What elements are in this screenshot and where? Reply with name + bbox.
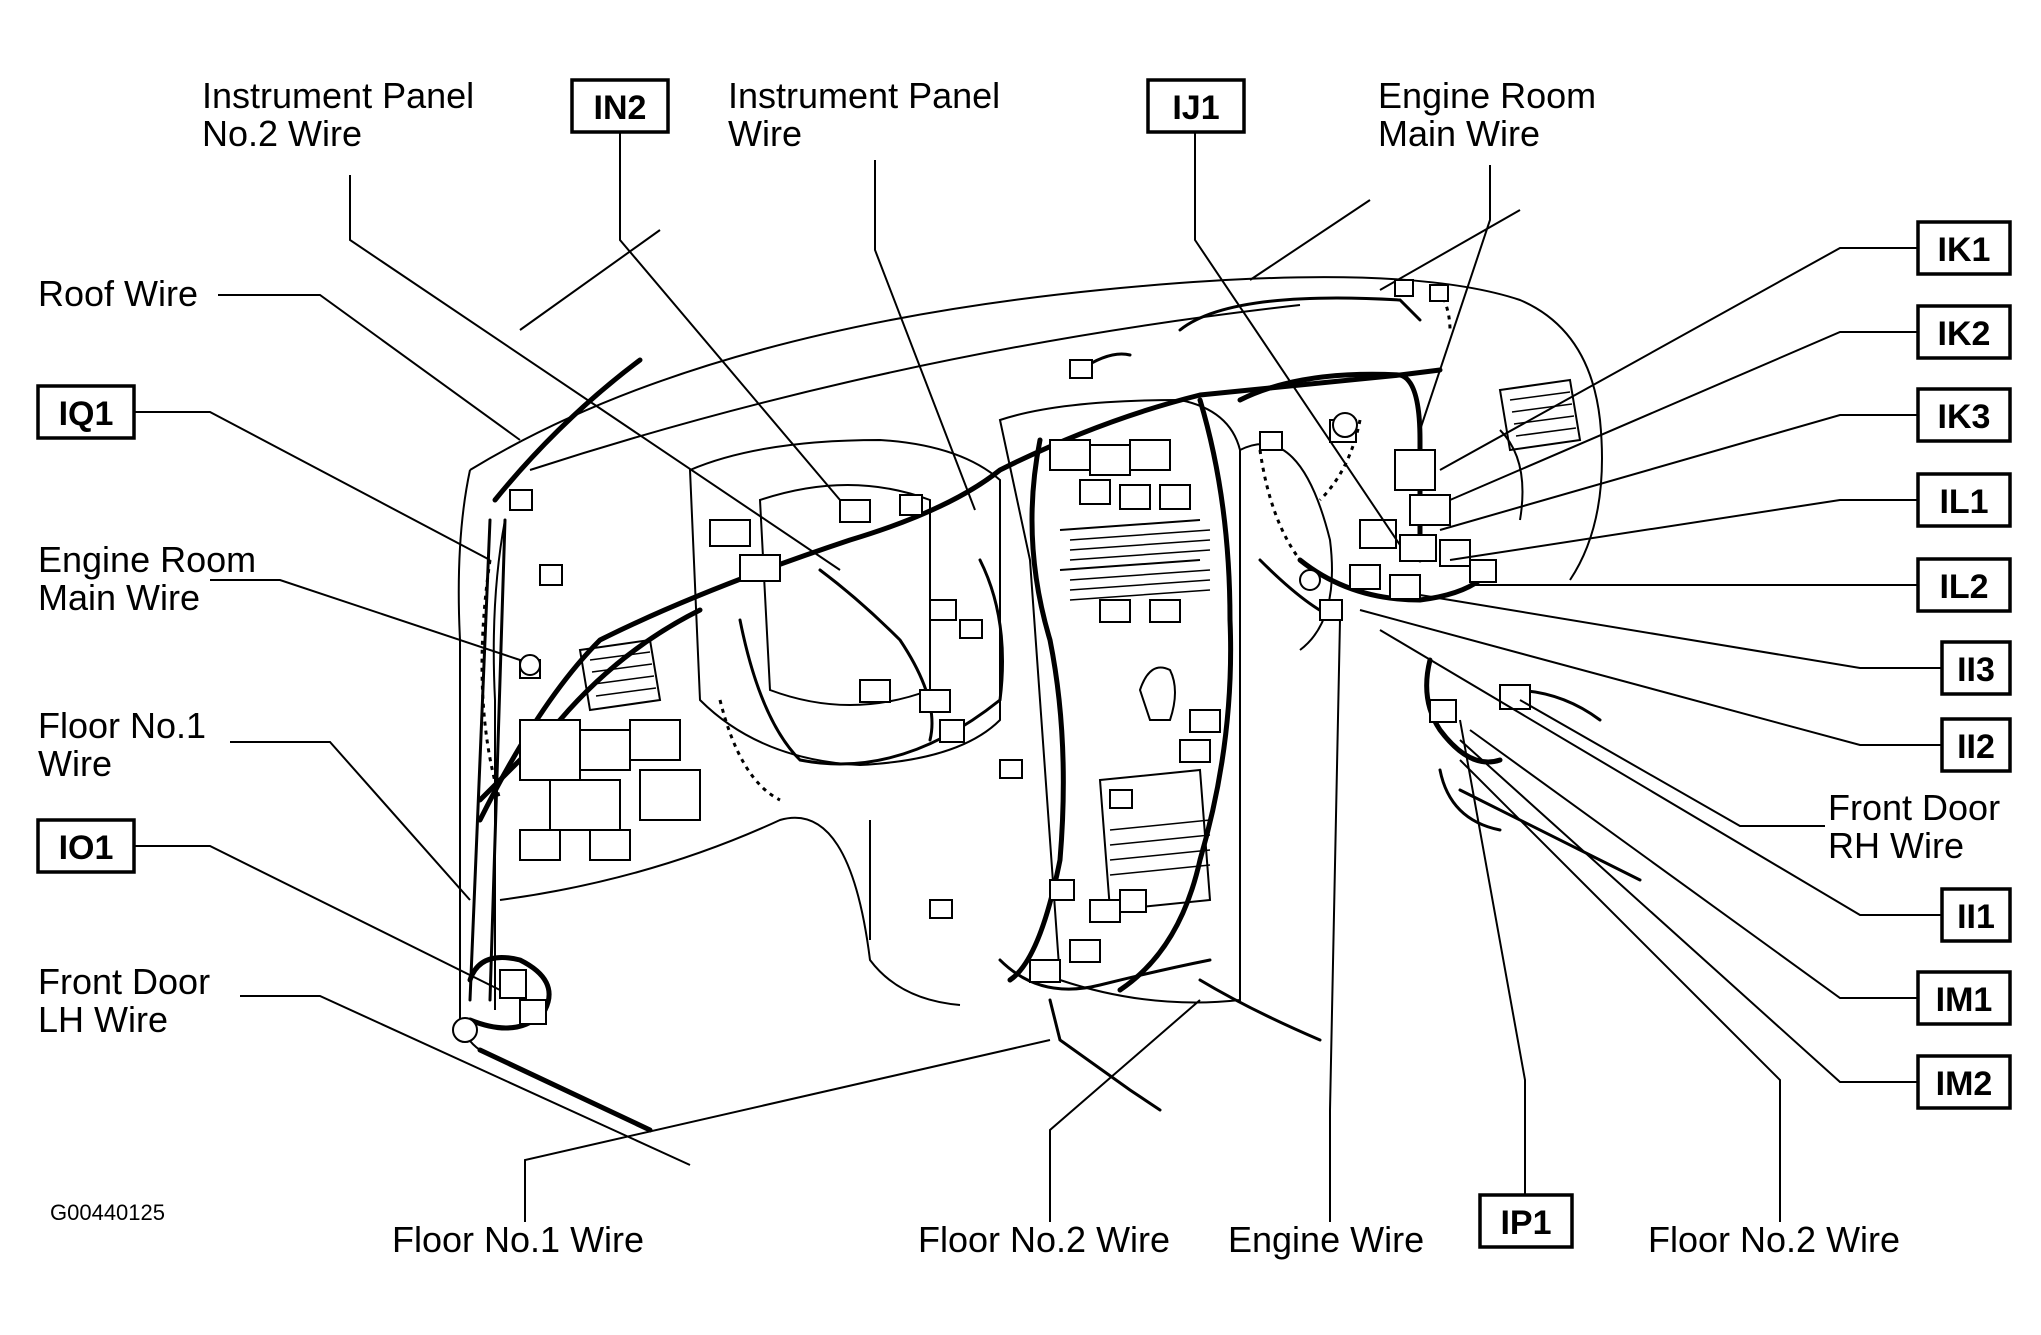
leader-lines — [135, 130, 1942, 1222]
code-box-iq1: IQ1 — [36, 384, 136, 440]
code-box-ip1: IP1 — [1478, 1193, 1574, 1249]
code-ip1: IP1 — [1500, 1204, 1551, 1242]
figure-id: G00440125 — [50, 1200, 165, 1225]
dashboard-outline — [457, 199, 1603, 1051]
label-floor-no2-bottom: Floor No.2 Wire — [918, 1219, 1170, 1260]
code-il2: IL2 — [1939, 568, 1988, 606]
code-iq1: IQ1 — [59, 395, 114, 433]
code-box-ii1: II1 — [1940, 887, 2012, 943]
code-box-io1: IO1 — [36, 818, 136, 874]
code-ii1: II1 — [1957, 898, 1995, 936]
code-ik1: IK1 — [1938, 231, 1991, 269]
code-ii2: II2 — [1957, 728, 1995, 766]
code-ik3: IK3 — [1938, 398, 1991, 436]
code-io1: IO1 — [59, 829, 114, 867]
label-engine-room-main-top-line2: Main Wire — [1378, 113, 1540, 154]
code-ik2: IK2 — [1938, 315, 1991, 353]
label-instrument-panel-line2: Wire — [728, 113, 802, 154]
code-box-ii3: II3 — [1940, 640, 2012, 696]
code-box-im1: IM1 — [1916, 970, 2012, 1026]
label-floor-no1-left-line2: Wire — [38, 743, 112, 784]
code-box-il1: IL1 — [1916, 472, 2012, 528]
connector-code-boxes: IN2 IJ1 IQ1 IO1 IP1 IK1 IK2 IK3 — [36, 78, 2012, 1249]
code-im1: IM1 — [1936, 981, 1993, 1019]
connector-blocks — [452, 279, 1531, 1043]
label-front-door-rh-line1: Front Door — [1828, 787, 2000, 828]
label-engine-room-main-left-line1: Engine Room — [38, 539, 256, 580]
code-box-il2: IL2 — [1916, 557, 2012, 613]
label-roof-wire: Roof Wire — [38, 273, 198, 314]
wire-harnesses — [467, 289, 1642, 1133]
code-box-im2: IM2 — [1916, 1054, 2012, 1110]
code-box-ik1: IK1 — [1916, 220, 2012, 276]
label-engine-room-main-left-line2: Main Wire — [38, 577, 200, 618]
code-box-ij1: IJ1 — [1146, 78, 1246, 134]
label-instrument-panel-no2-line1: Instrument Panel — [202, 75, 474, 116]
label-engine-room-main-top-line1: Engine Room — [1378, 75, 1596, 116]
code-box-ii2: II2 — [1940, 717, 2012, 773]
code-im2: IM2 — [1936, 1065, 1993, 1103]
label-front-door-lh-line1: Front Door — [38, 961, 210, 1002]
code-ij1: IJ1 — [1172, 89, 1219, 127]
code-box-in2: IN2 — [570, 78, 670, 134]
label-floor-no2-right: Floor No.2 Wire — [1648, 1219, 1900, 1260]
label-floor-no1-bottom: Floor No.1 Wire — [392, 1219, 644, 1260]
code-box-ik3: IK3 — [1916, 387, 2012, 443]
code-ii3: II3 — [1957, 651, 1995, 689]
code-in2: IN2 — [594, 89, 647, 127]
label-floor-no1-left-line1: Floor No.1 — [38, 705, 206, 746]
label-instrument-panel-no2-line2: No.2 Wire — [202, 113, 362, 154]
code-il1: IL1 — [1939, 483, 1988, 521]
code-box-ik2: IK2 — [1916, 304, 2012, 360]
label-front-door-rh-line2: RH Wire — [1828, 825, 1964, 866]
label-instrument-panel-line1: Instrument Panel — [728, 75, 1000, 116]
wire-name-labels: Instrument Panel No.2 Wire Instrument Pa… — [38, 75, 2000, 1260]
label-engine-wire: Engine Wire — [1228, 1219, 1424, 1260]
label-front-door-lh-line2: LH Wire — [38, 999, 168, 1040]
